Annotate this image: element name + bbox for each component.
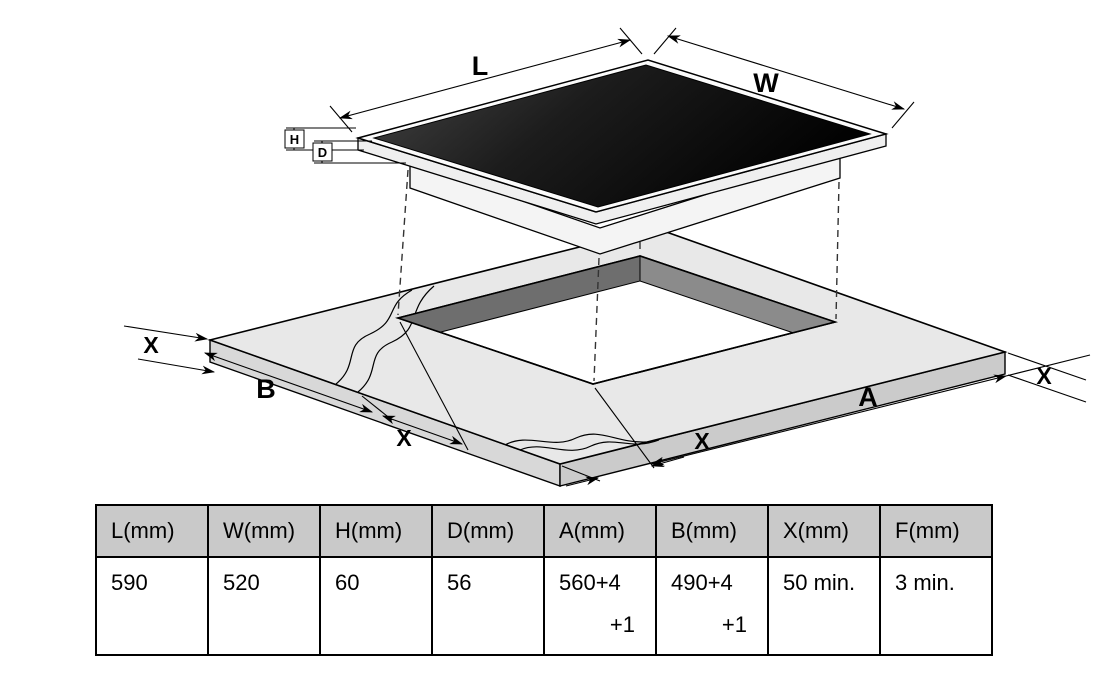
extension-line: [399, 321, 469, 451]
cell-a: 560+4 +1: [543, 556, 657, 656]
projection-line: [835, 181, 840, 320]
table-header-row: L(mm) W(mm) H(mm) D(mm) A(mm) B(mm) X(mm…: [95, 504, 993, 558]
header-x: X(mm): [767, 504, 881, 558]
cooktop: [355, 59, 889, 255]
dim-label-L: L: [472, 51, 489, 81]
dimension-table-grid: L(mm) W(mm) H(mm) D(mm) A(mm) B(mm) X(mm…: [95, 504, 993, 656]
dim-label-X-left: X: [143, 332, 159, 358]
cell-value-line2: [895, 612, 991, 638]
cooktop-body: [409, 151, 841, 255]
cutout: [395, 255, 838, 385]
dim-line-X-left: [137, 358, 216, 375]
dim-line-X-bottom-center: [565, 476, 600, 487]
dim-line-X-bottom-left: [381, 415, 464, 445]
cell-w: 520: [207, 556, 321, 656]
dim-label-X-right: X: [1036, 363, 1052, 389]
worktop: [207, 227, 1008, 487]
cell-value-line2: [447, 612, 543, 638]
header-w: W(mm): [207, 504, 321, 558]
header-l: L(mm): [95, 504, 209, 558]
worktop-break-line: [519, 439, 660, 451]
cell-d: 56: [431, 556, 545, 656]
dim-label-X-bottom-center: X: [694, 428, 710, 454]
extension-line: [1005, 354, 1091, 377]
header-b: B(mm): [655, 504, 769, 558]
cell-value: 590: [111, 570, 148, 595]
cell-value: 520: [223, 570, 260, 595]
dim-line-W: [666, 35, 906, 110]
projection-line: [593, 257, 600, 382]
cell-x: 50 min.: [767, 556, 881, 656]
label-box-D: [312, 142, 333, 162]
dim-label-X-bottom-left: X: [396, 425, 412, 451]
extension-line: [891, 101, 915, 129]
dim-line-L: [338, 38, 632, 120]
cell-value: 56: [447, 570, 472, 595]
cell-value-line2: [783, 612, 879, 638]
dimension-table: L(mm) W(mm) H(mm) D(mm) A(mm) B(mm) X(mm…: [95, 504, 993, 656]
installation-diagram: L W H D X B X X A X: [123, 27, 1091, 487]
cell-f: 3 min.: [879, 556, 993, 656]
extension-line: [619, 27, 643, 55]
label-box-H: [284, 129, 305, 149]
table-value-row: 590 520 60 56 560+4 +1 490+4 +1 50 min. 3 …: [95, 556, 993, 656]
cutout-outline: [395, 255, 838, 385]
dim-label-D: D: [318, 145, 327, 160]
cell-value: 50 min.: [783, 570, 856, 595]
cell-value-line2: [111, 612, 207, 638]
cell-value-line2: [223, 612, 319, 638]
extension-line: [653, 27, 677, 55]
header-d: D(mm): [431, 504, 545, 558]
dim-label-B: B: [256, 374, 276, 404]
dim-line-X-right: [1007, 374, 1087, 403]
dim-line-X-left: [123, 325, 209, 342]
dim-label-A: A: [858, 382, 878, 412]
header-f: F(mm): [879, 504, 993, 558]
dim-label-H: H: [290, 132, 299, 147]
cell-value-line2: +1: [721, 612, 747, 637]
cell-value-line2: +1: [609, 612, 635, 637]
cell-value: 490+4: [671, 570, 733, 595]
extension-line: [361, 395, 393, 421]
header-h: H(mm): [319, 504, 433, 558]
header-a: A(mm): [543, 504, 657, 558]
cell-l: 590: [95, 556, 209, 656]
extension-line: [594, 387, 655, 469]
dim-line-A: [650, 374, 1008, 466]
cell-value: 560+4: [559, 570, 621, 595]
cell-value-line2: [335, 612, 431, 638]
cell-value: 60: [335, 570, 360, 595]
cell-value: 3 min.: [895, 570, 955, 595]
dim-line-B: [203, 352, 374, 413]
dim-label-W: W: [753, 68, 779, 98]
cell-b: 490+4 +1: [655, 556, 769, 656]
projection-line: [397, 169, 409, 316]
cell-h: 60: [319, 556, 433, 656]
worktop-break-line: [504, 433, 647, 446]
dim-line-X-right: [1007, 352, 1087, 381]
